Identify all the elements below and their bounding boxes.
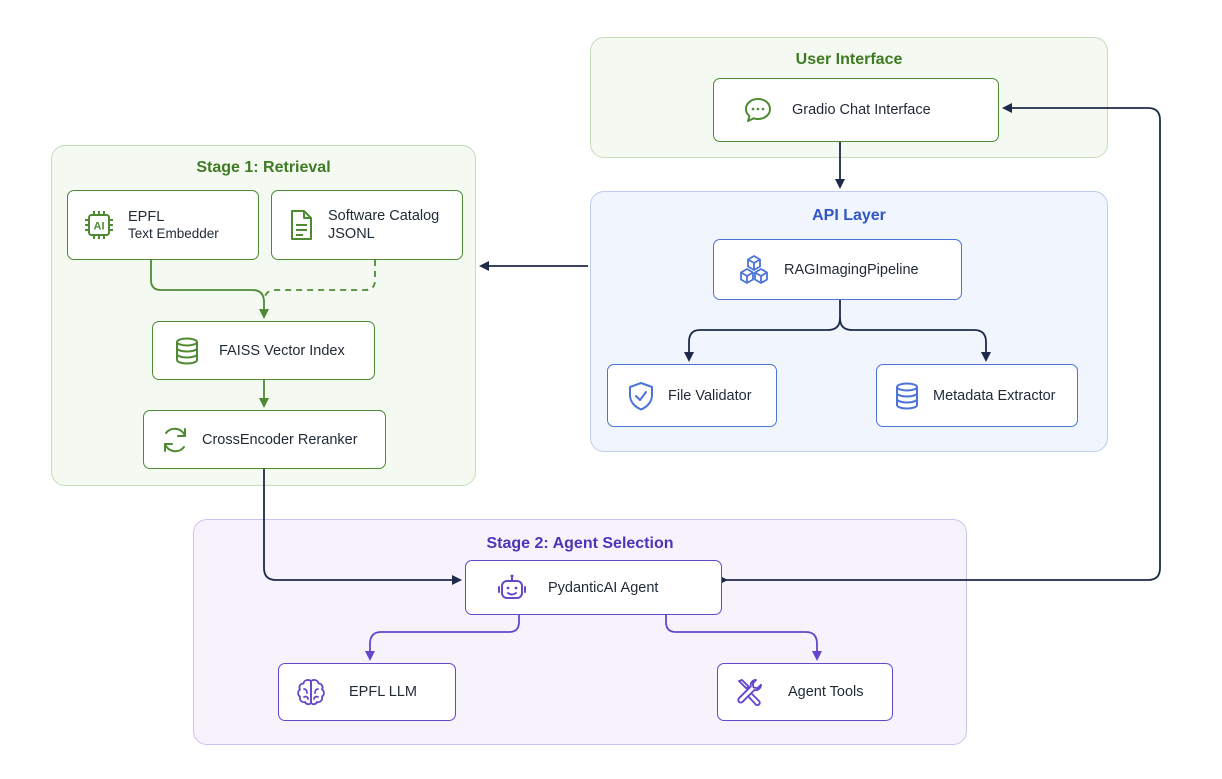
node-label-line1: EPFL	[128, 208, 165, 225]
node-agent-tools: Agent Tools	[717, 663, 893, 721]
tools-icon	[734, 676, 766, 708]
shield-check-icon	[626, 380, 656, 412]
node-label: File Validator	[668, 387, 752, 404]
robot-icon	[496, 573, 528, 603]
node-label-line1: Software Catalog	[328, 207, 440, 224]
svg-text:AI: AI	[94, 221, 105, 233]
node-label: Agent Tools	[788, 684, 864, 700]
edge-catalog-to-faiss	[263, 260, 376, 303]
edge-gradio-agent-bidirectional	[718, 103, 1161, 585]
edge-reranker-to-agent	[263, 469, 462, 585]
group-title-stage-1: Stage 1: Retrieval	[196, 159, 331, 176]
node-label: Gradio Chat Interface	[792, 102, 931, 118]
node-label: FAISS Vector Index	[219, 342, 345, 359]
node-software-catalog-jsonl: Software Catalog JSONL	[271, 190, 463, 260]
cubes-icon	[736, 253, 772, 287]
node-faiss-vector-index: FAISS Vector Index	[152, 321, 375, 380]
node-label: PydanticAI Agent	[548, 579, 659, 596]
refresh-icon	[160, 425, 190, 455]
node-ragimagingpipeline: RAGImagingPipeline	[713, 239, 962, 300]
node-label-line2: Text Embedder	[128, 225, 219, 241]
group-title-stage-2: Stage 2: Agent Selection	[486, 535, 674, 552]
node-gradio-chat-interface: Gradio Chat Interface	[713, 78, 999, 142]
node-label: CrossEncoder Reranker	[202, 431, 358, 448]
node-label-line2: JSONL	[328, 226, 375, 242]
ai-chip-icon: AI	[82, 208, 116, 242]
edge-agent-to-tools	[665, 615, 822, 661]
chat-bubble-icon	[742, 94, 774, 126]
node-file-validator: File Validator	[607, 364, 777, 427]
edge-agent-to-llm	[365, 615, 520, 661]
edge-pipeline-to-metadata	[839, 317, 991, 362]
group-title-user-interface: User Interface	[795, 51, 903, 68]
database-icon	[893, 381, 921, 411]
node-label: Metadata Extractor	[933, 387, 1056, 404]
node-epfl-text-embedder: AI EPFL Text Embedder	[67, 190, 259, 260]
node-label: EPFL LLM	[349, 684, 417, 700]
document-icon	[286, 208, 316, 242]
node-label: RAGImagingPipeline	[784, 261, 919, 278]
edge-pipeline-to-validator	[684, 300, 841, 362]
node-crossencoder-reranker: CrossEncoder Reranker	[143, 410, 386, 469]
edge-embedder-to-faiss	[150, 260, 269, 319]
node-metadata-extractor: Metadata Extractor	[876, 364, 1078, 427]
brain-icon	[295, 677, 327, 707]
node-epfl-llm: EPFL LLM	[278, 663, 456, 721]
node-pydanticai-agent: PydanticAI Agent	[465, 560, 722, 615]
database-icon	[173, 336, 201, 366]
